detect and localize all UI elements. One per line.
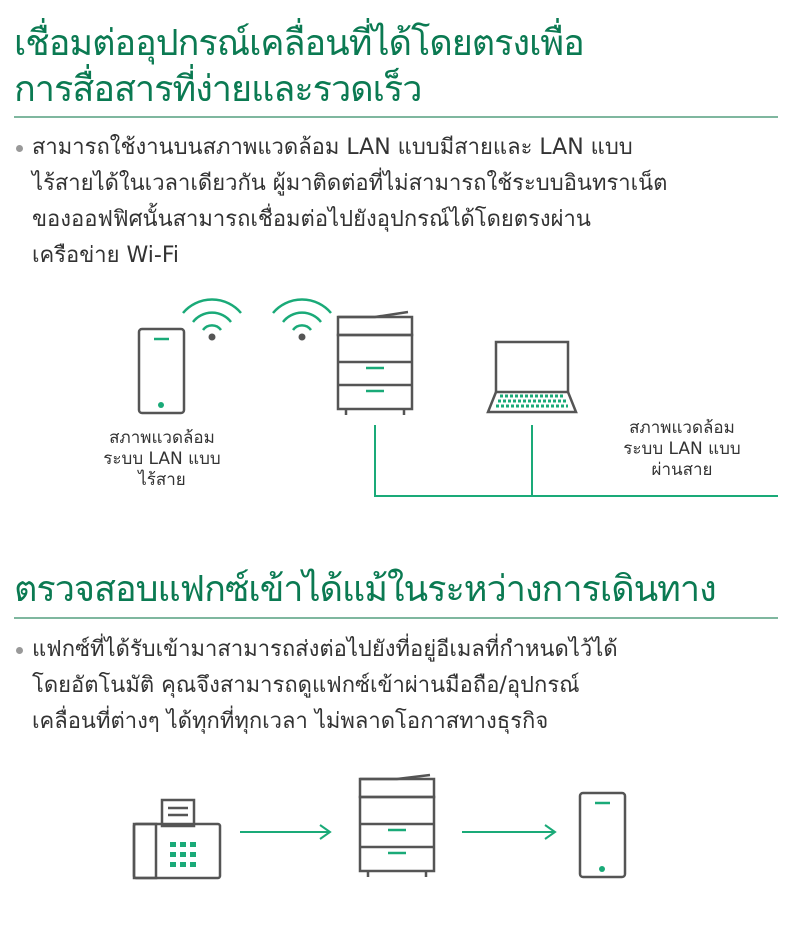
caption-line: ไร้สาย: [138, 470, 186, 490]
body-line: โดยอัตโนมัติ คุณจึงสามารถดูแฟกซ์เข้าผ่าน…: [32, 673, 580, 698]
body-line: เคลื่อนที่ต่างๆ ได้ทุกที่ทุกเวลา ไม่พลาด…: [32, 709, 549, 734]
caption-line: ระบบ LAN แบบ: [103, 449, 221, 469]
body-line: ไร้สายได้ในเวลาเดียวกัน ผู้มาติดต่อที่ไม…: [32, 171, 668, 196]
body-line: เครือข่าย Wi-Fi: [32, 243, 180, 268]
wifi-icon: [182, 298, 242, 341]
caption-line: สภาพแวดล้อม: [109, 428, 215, 448]
arrow-right-icon: [462, 824, 557, 840]
section2-body: แฟกซ์ที่ได้รับเข้ามาสามารถส่งต่อไปยังที่…: [14, 632, 805, 740]
body-line: แฟกซ์ที่ได้รับเข้ามาสามารถส่งต่อไปยังที่…: [32, 637, 618, 662]
caption-line: ระบบ LAN แบบ: [623, 439, 741, 459]
section1-title-line1: เชื่อมต่ออุปกรณ์เคลื่อนที่ได้โดยตรงเพื่อ: [14, 23, 585, 64]
caption-line: สภาพแวดล้อม: [629, 418, 735, 438]
smartphone-icon: [137, 327, 186, 415]
fax-machine-icon: [132, 798, 222, 880]
multifunction-printer-icon: [358, 773, 436, 877]
laptop-icon: [486, 340, 578, 414]
section2-divider: [14, 617, 778, 619]
smartphone-icon: [578, 791, 627, 879]
lan-cable-lines: [374, 425, 778, 497]
wireless-lan-caption: สภาพแวดล้อม ระบบ LAN แบบ ไร้สาย: [82, 428, 242, 491]
wired-lan-caption: สภาพแวดล้อม ระบบ LAN แบบ ผ่านสาย: [602, 418, 762, 481]
body-line: ของออฟฟิศนั้นสามารถเชื่อมต่อไปยังอุปกรณ์…: [32, 207, 591, 232]
bullet-icon: [16, 145, 23, 152]
bullet-icon: [16, 647, 23, 654]
body-line: สามารถใช้งานบนสภาพแวดล้อม LAN แบบมีสายแล…: [32, 135, 633, 160]
arrow-right-icon: [240, 824, 332, 840]
multifunction-printer-icon: [336, 310, 414, 415]
section2-title: ตรวจสอบแฟกซ์เข้าได้แม้ในระหว่างการเดินทา…: [14, 569, 717, 610]
caption-line: ผ่านสาย: [651, 460, 713, 480]
wifi-icon: [272, 298, 332, 341]
section1-divider: [14, 116, 778, 118]
section1-body: สามารถใช้งานบนสภาพแวดล้อม LAN แบบมีสายแล…: [14, 130, 805, 274]
section1-title-line2: การสื่อสารที่ง่ายและรวดเร็ว: [14, 69, 422, 110]
